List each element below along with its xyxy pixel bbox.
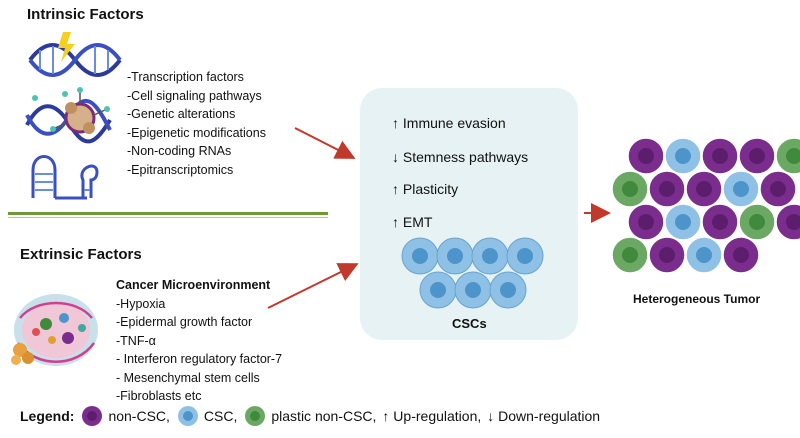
list-item: -Fibroblasts etc — [116, 389, 202, 403]
csc-cell-cluster — [401, 237, 544, 309]
tumor-cell-green — [611, 170, 649, 208]
list-item: -Epidermal growth factor — [116, 315, 253, 329]
tumor-cell-purple — [759, 170, 797, 208]
emt-line: ↑ EMT — [392, 214, 433, 230]
list-item: -TNF-α — [116, 333, 156, 348]
tumor-cell-purple — [648, 170, 686, 208]
legend-non-csc: non-CSC, — [108, 408, 170, 424]
csc-cell — [401, 237, 439, 275]
csc-cell — [454, 271, 492, 309]
tumor-cell-blue — [664, 203, 702, 241]
list-item: -Epigenetic modifications — [127, 125, 266, 140]
heterogeneous-tumor-label: Heterogeneous Tumor — [633, 292, 761, 306]
tumor-cell-purple — [627, 203, 665, 241]
section-divider — [8, 212, 328, 215]
tumor-cell-green — [611, 236, 649, 274]
tumor-cell-purple — [738, 138, 776, 175]
csc-cell — [489, 271, 527, 309]
list-item: -Cell signaling pathways — [127, 88, 262, 103]
extrinsic-to-csc-arrow — [267, 263, 359, 309]
heterogeneous-tumor-cluster — [611, 138, 800, 274]
tumor-microenvironment-illustration — [11, 294, 98, 366]
csc-cell — [419, 271, 457, 309]
intrinsic-factor-list: -Transcription factors -Cell signaling p… — [127, 68, 266, 179]
list-item: -Genetic alterations — [127, 107, 236, 121]
section-divider-shadow — [8, 217, 328, 218]
tumor-cell-purple — [685, 170, 723, 208]
intrinsic-factors-title: Intrinsic Factors — [27, 6, 144, 23]
legend-up-regulation: ↑ Up-regulation, — [382, 408, 482, 424]
tumor-cell-purple — [701, 203, 739, 241]
plasticity-line: ↑ Plasticity — [392, 181, 459, 197]
tumor-cell-purple — [722, 236, 760, 274]
legend-plastic: plastic non-CSC, — [271, 408, 377, 424]
tumor-cell-blue — [722, 170, 760, 208]
legend: Legend: non-CSC, CSC, plastic non-CSC, ↑… — [20, 406, 600, 426]
legend-down-regulation: ↓ Down-regulation — [487, 408, 601, 424]
intrinsic-illustrations — [25, 32, 122, 200]
list-item: -Transcription factors — [127, 70, 244, 84]
list-item: -Epitranscriptomics — [127, 162, 234, 177]
tumor-cell-green — [775, 138, 800, 175]
cscs-label: CSCs — [452, 316, 487, 331]
tumor-cell-purple — [701, 138, 739, 175]
extrinsic-factor-list: Cancer Microenvironment -Hypoxia -Epider… — [116, 276, 282, 406]
tumor-cell-green — [738, 203, 776, 241]
chromatin-complex-icon — [25, 87, 112, 144]
stemness-pathways-line: ↓ Stemness pathways — [392, 149, 529, 165]
csc-swatch-icon — [177, 406, 198, 426]
dna-helix-icon — [28, 32, 122, 77]
extrinsic-factors-title: Extrinsic Factors — [20, 246, 142, 263]
tumor-cell-purple — [775, 203, 800, 241]
rna-hairpin-icon — [31, 155, 99, 200]
legend-csc: CSC, — [203, 408, 238, 424]
plastic-non-csc-swatch-icon — [245, 406, 266, 426]
intrinsic-to-csc-arrow — [294, 127, 356, 159]
cancer-microenvironment-label: Cancer Microenvironment — [116, 278, 271, 292]
legend-title: Legend: — [20, 408, 75, 424]
list-item: - Mesenchymal stem cells — [116, 370, 260, 385]
csc-cell — [506, 237, 544, 275]
csc-cell — [471, 237, 509, 275]
list-item: -Hypoxia — [116, 296, 166, 311]
tumor-cell-blue — [685, 236, 723, 274]
tumor-cell-purple — [627, 138, 665, 175]
tumor-cell-purple — [648, 236, 686, 274]
non-csc-swatch-icon — [82, 406, 103, 426]
immune-evasion-line: ↑ Immune evasion — [392, 115, 506, 131]
list-item: -Non-coding RNAs — [127, 144, 232, 158]
tumor-cell-blue — [664, 138, 702, 175]
csc-cell — [436, 237, 474, 275]
list-item: - Interferon regulatory factor-7 — [116, 352, 283, 366]
